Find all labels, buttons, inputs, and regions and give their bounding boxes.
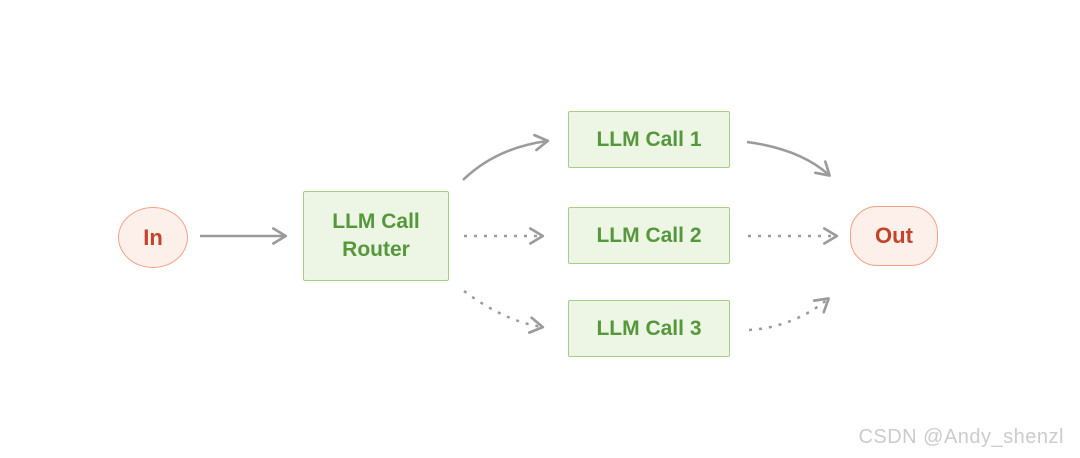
arrow-call1-to-out [746, 140, 831, 177]
node-in: In [118, 207, 188, 268]
node-in-label: In [143, 224, 163, 250]
node-out-label: Out [875, 223, 913, 248]
node-llm-call-router-label: LLM Call Router [332, 209, 420, 261]
node-llm-call-2: LLM Call 2 [568, 207, 730, 264]
arrow-call3-to-out [748, 297, 830, 332]
arrow-router-to-call3 [463, 289, 545, 334]
node-llm-call-3: LLM Call 3 [568, 300, 730, 357]
node-llm-call-3-label: LLM Call 3 [596, 316, 702, 340]
arrow-router-to-call1 [462, 133, 550, 181]
node-llm-call-router: LLM Call Router [303, 191, 449, 281]
watermark: CSDN @Andy_shenzl [858, 426, 1064, 448]
node-out: Out [850, 206, 938, 266]
node-llm-call-1-label: LLM Call 1 [596, 127, 702, 151]
node-llm-call-1: LLM Call 1 [568, 111, 730, 168]
node-llm-call-2-label: LLM Call 2 [596, 223, 702, 247]
